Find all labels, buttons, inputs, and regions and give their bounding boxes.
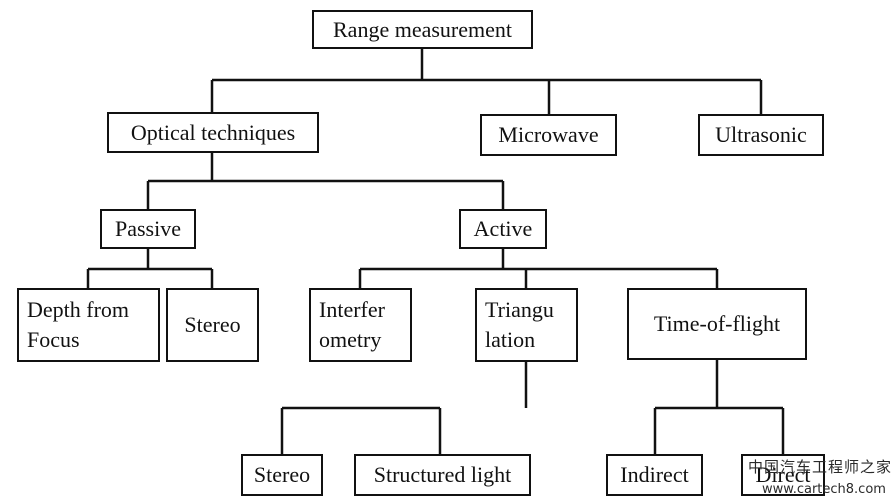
node-direct: Direct [741, 454, 825, 496]
node-label: Structured light [373, 462, 512, 487]
node-passive: Passive [100, 209, 196, 249]
node-stereo-passive: Stereo [166, 288, 259, 362]
node-label: Indirect [620, 462, 689, 487]
watermark-line2: www.cartech8.com [762, 482, 886, 497]
node-microwave: Microwave [480, 114, 617, 156]
node-label: Passive [115, 216, 181, 241]
node-label: Time-of-flight [653, 311, 781, 336]
node-label: Range measurement [333, 16, 512, 42]
node-structured-light: Structured light [354, 454, 531, 496]
node-label: Depth from Focus [27, 297, 130, 352]
node-label: Stereo [253, 462, 311, 487]
node-indirect: Indirect [606, 454, 703, 496]
node-ultrasonic: Ultrasonic [698, 114, 824, 156]
node-range-measurement: Range measurement [312, 10, 533, 49]
node-optical-techniques: Optical techniques [107, 112, 319, 153]
node-label: Microwave [498, 122, 599, 147]
node-active: Active [459, 209, 547, 249]
node-label: Stereo [184, 312, 241, 337]
node-label: Optical techniques [130, 119, 296, 145]
node-time-of-flight: Time-of-flight [627, 288, 807, 360]
node-label: Active [473, 216, 533, 241]
node-stereo-triangulation: Stereo [241, 454, 323, 496]
watermark-line1: 中国汽车工程师之家 [748, 458, 893, 476]
watermark-text-cn: 中国汽车工程师之家 [748, 456, 892, 477]
node-label: Ultrasonic [715, 122, 807, 147]
node-label: Triangu lation [485, 297, 554, 352]
node-label: Interfer ometry [319, 297, 385, 352]
node-triangulation: Triangu lation [475, 288, 578, 362]
node-depth-from-focus: Depth from Focus [17, 288, 160, 362]
watermark-text-url: www.cartech8.com [762, 482, 886, 497]
node-label: Direct [755, 462, 811, 487]
node-interferometry: Interfer ometry [309, 288, 412, 362]
